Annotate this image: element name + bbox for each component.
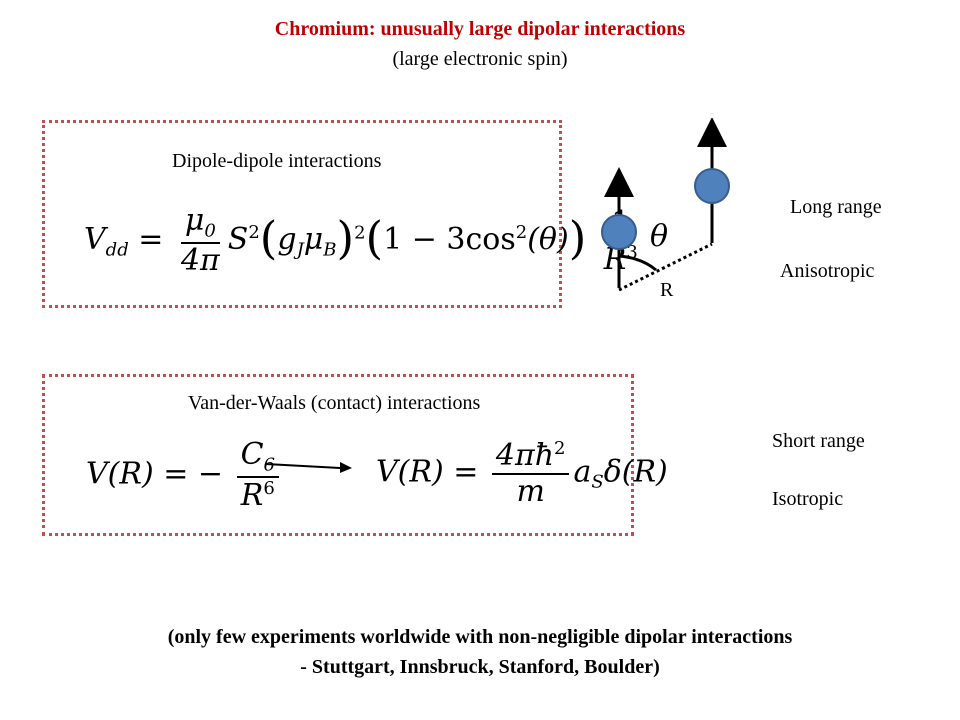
- anisotropic-label: Anisotropic: [780, 260, 875, 282]
- dipole-formula: Vdd = μ0 4π S2(gJμB)2(1 − 3cos2(θ)) 1 R3: [84, 206, 646, 276]
- right-dipole-atom: [694, 168, 730, 204]
- vdw-interaction-box: [42, 374, 634, 536]
- short-range-label: Short range: [772, 430, 865, 452]
- footer-line-1: (only few experiments worldwide with non…: [167, 626, 793, 648]
- mu0-fraction: μ0 4π: [180, 203, 220, 279]
- coupling-term: gJμB: [277, 222, 337, 261]
- transition-arrow: [265, 462, 352, 473]
- vdw-formula-right: V(R) = 4πħ2 m aSδ(R): [376, 437, 668, 509]
- isotropic-label: Isotropic: [772, 488, 844, 510]
- dipole-geometry-diagram: θ R: [601, 118, 730, 301]
- contact-fraction: 4πħ2 m: [491, 440, 570, 507]
- vdw-box-label: Van-der-Waals (contact) interactions: [188, 392, 481, 414]
- angular-term: 1 − 3cos2(θ): [383, 222, 569, 258]
- long-range-label: Long range: [790, 196, 882, 218]
- theta-label: θ: [650, 219, 668, 254]
- separation-line: [618, 242, 713, 292]
- dipole-interaction-box: [42, 120, 562, 308]
- spin-term: S2: [227, 222, 260, 258]
- dipole-box-label: Dipole-dipole interactions: [172, 150, 382, 172]
- vdw-formula-left: V(R) = − C6 R6: [86, 440, 283, 511]
- r-label: R: [660, 279, 674, 301]
- formula-lhs: Vdd: [84, 222, 129, 261]
- slide-subtitle: (large electronic spin): [392, 48, 568, 70]
- footer-line-2: - Stuttgart, Innsbruck, Stanford, Boulde…: [300, 656, 660, 678]
- left-dipole-atom: [601, 214, 637, 250]
- slide-title: Chromium: unusually large dipolar intera…: [274, 18, 686, 40]
- theta-arc: [618, 254, 657, 272]
